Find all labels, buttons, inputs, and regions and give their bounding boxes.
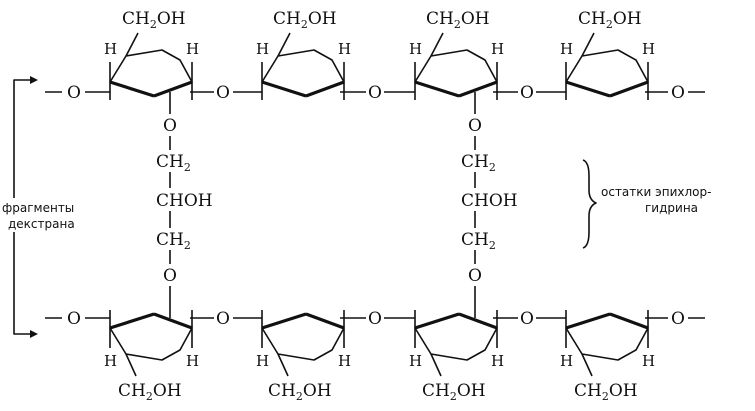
dextran-fragments-bracket: фрагменты декстрана — [0, 76, 84, 338]
hydrogen-label: H — [642, 352, 655, 370]
oxygen-label: O — [163, 266, 177, 286]
ch2oh-label: CH2OH — [574, 381, 638, 403]
ch2-label: CH2 — [156, 152, 191, 174]
oxygen-label: O — [67, 83, 81, 103]
hydrogen-label: H — [104, 352, 117, 370]
glucose-ring-top-2 — [260, 32, 346, 100]
oxygen-label: O — [163, 116, 177, 136]
oxygen-label: O — [520, 309, 534, 329]
ch2oh-label: CH2OH — [578, 9, 642, 31]
hydrogen-label: H — [560, 352, 573, 370]
crosslink-right: O CH2 CHOH CH2 O — [461, 92, 518, 318]
ch2oh-label: CH2OH — [273, 9, 337, 31]
oxygen-label: O — [216, 83, 230, 103]
oxygen-label: O — [67, 309, 81, 329]
oxygen-label: O — [216, 309, 230, 329]
hydrogen-label: H — [338, 352, 351, 370]
hydrogen-label: H — [104, 40, 117, 58]
glucose-ring-bottom-2 — [260, 310, 346, 377]
arrow-right-icon — [30, 330, 38, 338]
arrow-right-icon — [30, 76, 38, 84]
hydrogen-label: H — [256, 40, 269, 58]
glucose-ring-top-4 — [564, 32, 650, 100]
choh-label: CHOH — [461, 191, 518, 211]
ch2oh-label: CH2OH — [268, 381, 332, 403]
hydrogen-label: H — [186, 40, 199, 58]
ch2oh-label: CH2OH — [118, 381, 182, 403]
bottom-chain: H H H H H H H H CH2OH CH2OH CH2OH CH2OH … — [45, 309, 705, 403]
dextran-fragments-label: фрагменты — [2, 201, 74, 215]
glucose-ring-top-3 — [413, 32, 499, 100]
glucose-ring-bottom-3 — [413, 310, 499, 377]
glucose-ring-bottom-1 — [108, 310, 194, 377]
oxygen-label: O — [520, 83, 534, 103]
hydrogen-label: H — [186, 352, 199, 370]
epichlorohydrin-residues-label: гидрина — [645, 201, 698, 215]
ch2oh-label: CH2OH — [422, 381, 486, 403]
top-chain: CH2OH CH2OH CH2OH CH2OH H H H H H H H H … — [45, 9, 705, 103]
ch2oh-label: CH2OH — [426, 9, 490, 31]
hydrogen-label: H — [409, 40, 422, 58]
hydrogen-label: H — [409, 352, 422, 370]
ch2-label: CH2 — [461, 152, 496, 174]
oxygen-label: O — [671, 83, 685, 103]
hydrogen-label: H — [491, 40, 504, 58]
oxygen-label: O — [468, 116, 482, 136]
epichlorohydrin-residues-brace: остатки эпихлор- гидрина — [582, 159, 711, 249]
ch2oh-label: CH2OH — [122, 9, 186, 31]
choh-label: CHOH — [156, 191, 213, 211]
glucose-ring-top-1 — [108, 32, 194, 100]
ch2-label: CH2 — [461, 230, 496, 252]
hydrogen-label: H — [491, 352, 504, 370]
hydrogen-label: H — [642, 40, 655, 58]
oxygen-label: O — [368, 83, 382, 103]
hydrogen-label: H — [256, 352, 269, 370]
oxygen-label: O — [468, 266, 482, 286]
epichlorohydrin-residues-label: остатки эпихлор- — [601, 185, 711, 199]
ch2-label: CH2 — [156, 230, 191, 252]
hydrogen-label: H — [560, 40, 573, 58]
crosslink-left: O CH2 CHOH CH2 O — [156, 92, 213, 318]
dextran-fragments-label: декстрана — [8, 217, 75, 231]
oxygen-label: O — [368, 309, 382, 329]
oxygen-label: O — [671, 309, 685, 329]
hydrogen-label: H — [338, 40, 351, 58]
glucose-ring-bottom-4 — [564, 310, 650, 377]
